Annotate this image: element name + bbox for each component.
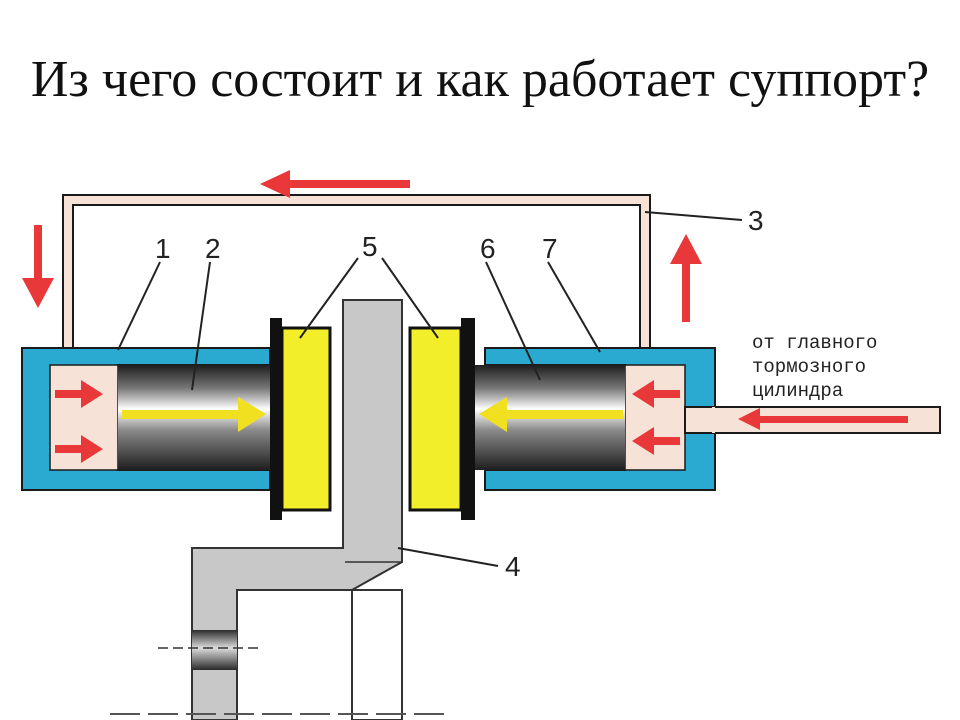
- flow-arrow-up-icon: [670, 234, 702, 322]
- callout-6: 6: [480, 233, 496, 264]
- fluid-source-label-line-3: цилиндра: [752, 380, 843, 402]
- left-pad-backing-plate: [270, 318, 282, 520]
- callout-5: 5: [362, 231, 378, 262]
- slide-title: Из чего состоит и как работает суппорт?: [30, 51, 930, 108]
- inlet-arrow-icon: [738, 408, 908, 430]
- callout-7: 7: [542, 233, 558, 264]
- flow-arrow-down-icon: [22, 225, 54, 308]
- callout-4: 4: [505, 551, 521, 582]
- connecting-pipe: [62, 194, 651, 378]
- piston-push-arrows: [122, 397, 623, 432]
- callout-1: 1: [155, 233, 171, 264]
- right-fluid-chamber: [624, 364, 686, 471]
- push-arrow-right-icon: [122, 397, 266, 432]
- callout-2: 2: [205, 233, 221, 264]
- right-pad-backing-plate: [461, 318, 475, 520]
- fluid-source-label-line-2: тормозного: [752, 356, 866, 378]
- chamber-arrow-icon: [55, 380, 103, 408]
- hub-bolt: [192, 630, 237, 670]
- push-arrow-left-icon: [479, 397, 623, 432]
- fluid-flow-arrows: [22, 170, 908, 463]
- brake-disc: [110, 299, 450, 720]
- right-caliper-housing: [408, 318, 716, 520]
- callout-3: 3: [748, 205, 764, 236]
- chamber-arrow-icon: [632, 427, 680, 455]
- chamber-arrow-icon: [632, 380, 680, 408]
- chamber-arrow-icon: [55, 435, 103, 463]
- left-brake-pad: [280, 326, 332, 512]
- flow-arrow-left-icon: [260, 170, 410, 198]
- right-brake-pad: [408, 326, 463, 512]
- fluid-source-label-line-1: от главного: [752, 332, 877, 354]
- leader-lines: [117, 211, 743, 567]
